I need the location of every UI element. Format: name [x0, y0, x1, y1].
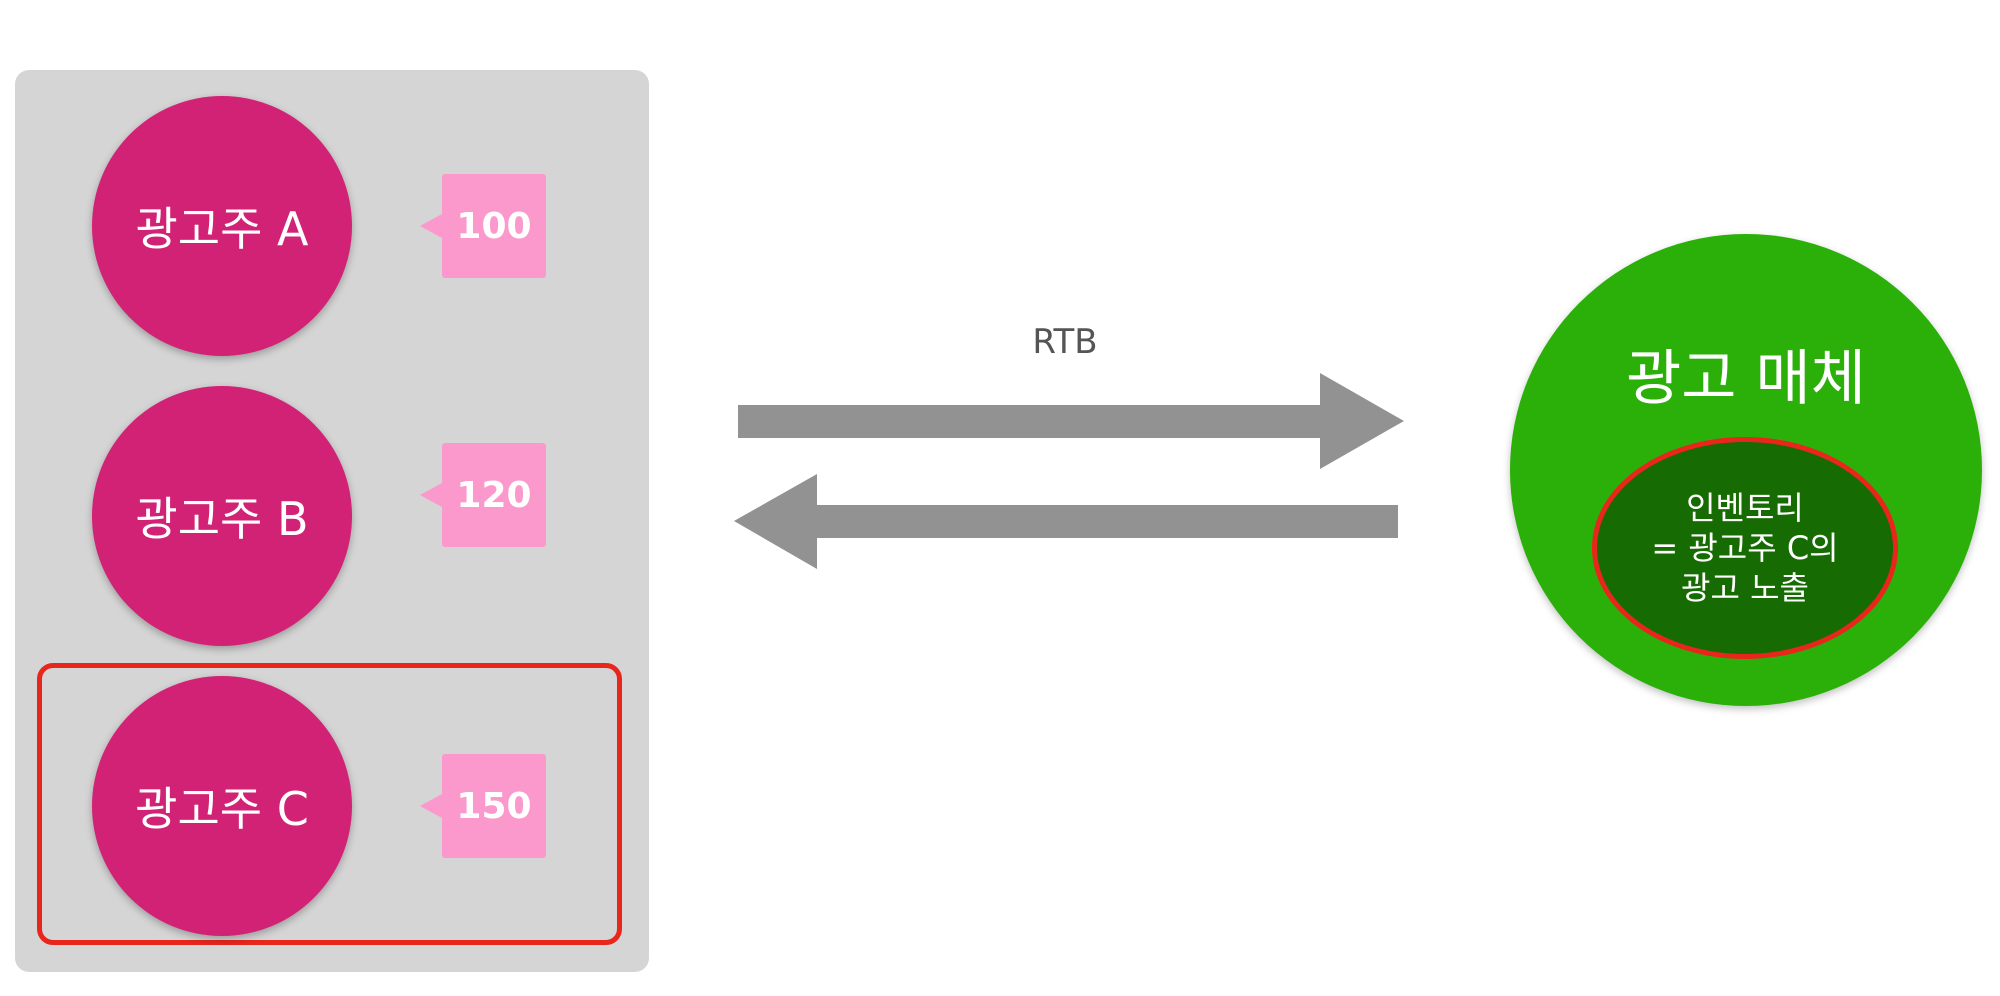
advertiser-a-label: 광고주 A [135, 202, 309, 256]
advertiser-a-bid-callout: 100 [420, 174, 546, 278]
advertiser-a-circle: 광고주 A [92, 96, 352, 356]
advertiser-c-bid-value: 150 [456, 785, 532, 827]
rtb-label: RTB [1032, 322, 1098, 362]
advertiser-a-bid-value: 100 [456, 205, 532, 247]
ad-media-circle: 광고 매체 인벤토리 = 광고주 C의 광고 노출 [1510, 234, 1982, 706]
advertiser-b-circle: 광고주 B [92, 386, 352, 646]
inventory-line-3: 광고 노출 [1681, 569, 1809, 607]
inventory-ellipse: 인벤토리 = 광고주 C의 광고 노출 [1592, 437, 1898, 659]
advertiser-b-label: 광고주 B [135, 492, 309, 546]
advertiser-c-circle: 광고주 C [92, 676, 352, 936]
inventory-line-2: = 광고주 C의 [1651, 529, 1839, 567]
winning-advertiser-highlight [37, 663, 622, 945]
ad-media-title: 광고 매체 [1626, 344, 1866, 414]
arrow-left-to-advertisers [734, 474, 1398, 569]
inventory-line-1: 인벤토리 [1686, 489, 1804, 527]
advertiser-b-bid-callout: 120 [420, 443, 546, 547]
arrow-right-to-media [738, 373, 1404, 469]
advertiser-b-bid-value: 120 [456, 474, 532, 516]
advertiser-c-bid-callout: 150 [420, 754, 546, 858]
advertiser-c-label: 광고주 C [135, 782, 309, 836]
